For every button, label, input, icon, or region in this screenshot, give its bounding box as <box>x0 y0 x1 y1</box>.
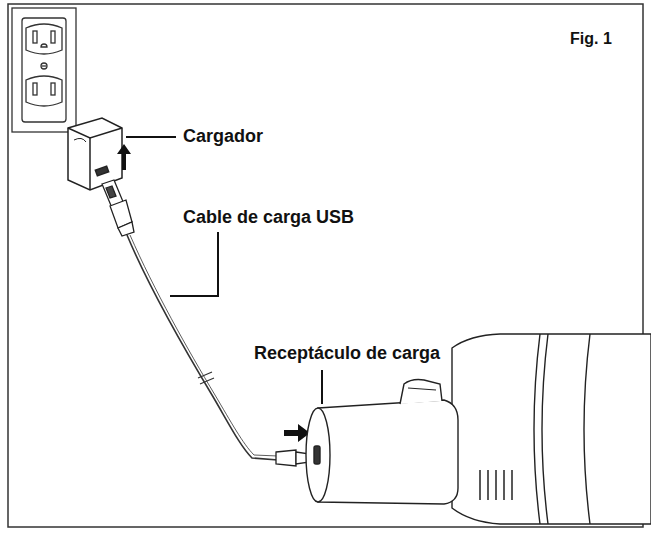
vent-slit <box>487 470 489 500</box>
vent-slit <box>495 470 497 500</box>
part-label: Cable de carga USB <box>181 207 356 228</box>
figure-number: Fig. 1 <box>568 30 614 48</box>
micro-usb-plug <box>276 450 310 466</box>
usb-plug <box>102 180 134 236</box>
part-label: Receptáculo de carga <box>252 343 442 364</box>
charger <box>68 118 122 190</box>
vent-slit <box>479 470 481 500</box>
vent-slit <box>511 470 513 500</box>
leader-lines <box>126 137 322 404</box>
part-label: Cargador <box>181 126 265 147</box>
vent-slits <box>480 470 512 500</box>
insert-arrow <box>117 144 131 170</box>
vent-slit <box>503 470 505 500</box>
wall-outlet <box>12 8 76 132</box>
